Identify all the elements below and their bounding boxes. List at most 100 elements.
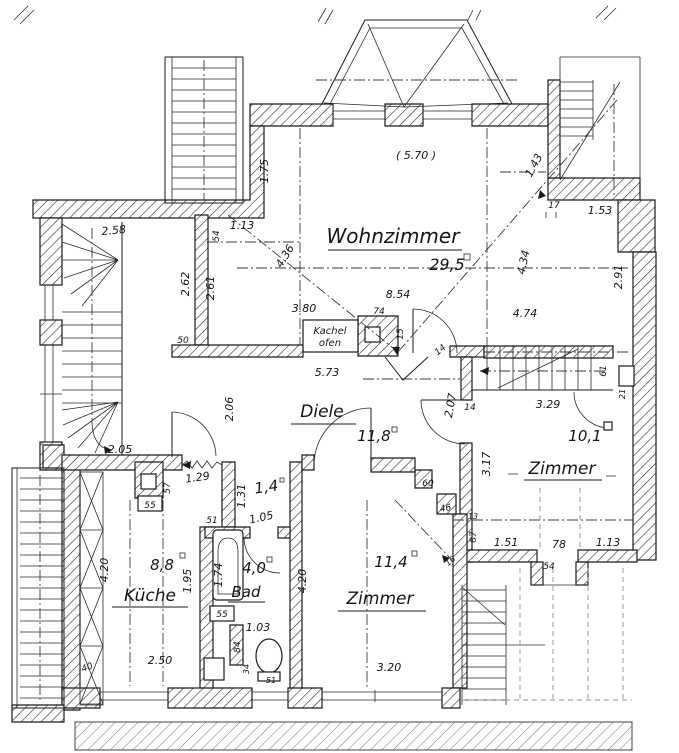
room-bad-area: 4,0: [242, 559, 266, 577]
dim-854: 8.54: [386, 288, 411, 301]
stairs-winding-left: [61, 222, 123, 455]
dim-14a: 14: [433, 343, 448, 358]
wall-zimmer-b-top-l: [301, 454, 315, 471]
dim-13: 13: [468, 512, 478, 521]
room-flur-area: 1,4: [253, 476, 279, 497]
wall-step-b: [436, 493, 457, 515]
tick-marks-bay-left: [317, 7, 334, 25]
kachelofen-label-2: ofen: [319, 338, 341, 349]
room-zimmer-rechts-label: Zimmer: [528, 459, 597, 479]
dim-207: 2.07: [442, 392, 459, 418]
wall-bottom-a: [61, 687, 101, 709]
window-left-2: [40, 345, 62, 443]
wall-left-mid: [39, 319, 63, 346]
window-top-1: [332, 107, 386, 123]
dim-54b: 54: [543, 562, 555, 572]
wall-zimmer-b-top-r: [370, 457, 416, 473]
stairs-bottom-left: [11, 467, 65, 709]
dim-60: 60: [422, 479, 434, 489]
dim-40: 40: [80, 661, 94, 674]
room-bad-label: Bad: [231, 583, 260, 601]
door-zimmer-rechts-stairs: [573, 391, 613, 431]
wall-bottom-c: [287, 687, 323, 709]
chimney-inner: [140, 473, 157, 490]
dim-50: 50: [177, 336, 189, 346]
room-zimmer-unten-area: 11,4: [374, 553, 407, 571]
wall-t-stem: [460, 356, 473, 401]
wall-kueche-top: [61, 454, 183, 471]
wall-stair-bl-base: [11, 704, 65, 723]
room-diele-label: Diele: [300, 402, 343, 422]
dim-15: 15: [396, 328, 406, 340]
dim-51a: 51: [206, 516, 217, 526]
washbasin: [203, 657, 225, 681]
door-kueche: [171, 411, 223, 469]
dim-87: 87: [469, 531, 479, 543]
room-kueche-area: 8,8: [150, 556, 174, 574]
wall-t-cap: [449, 345, 485, 358]
balcony-strip-bottom: [74, 721, 633, 751]
dim-570: ( 5.70 ): [396, 149, 436, 162]
dim-320: 3.20: [377, 661, 402, 674]
stairs-right-landing: [472, 346, 613, 391]
wall-stair-pier: [42, 444, 65, 469]
dim-205: 2.05: [108, 443, 133, 456]
room-wohnzimmer-area: 29,5: [429, 255, 465, 274]
toilet: [255, 638, 283, 674]
door-wohnzimmer: [412, 308, 458, 354]
dim-329: 3.29: [536, 398, 561, 411]
kachelofen-flue: [364, 326, 381, 343]
window-left-1: [40, 284, 62, 321]
dim-54: 54: [212, 230, 222, 242]
wall-pier-below-a: [530, 561, 544, 586]
wall-corridor-left: [221, 461, 236, 528]
dim-151: 1.51: [494, 536, 519, 549]
door-zimmer-unten: [313, 407, 372, 466]
dim-258: 2.58: [101, 223, 127, 238]
tick-marks-17: [545, 212, 557, 218]
door-bad: [243, 536, 281, 574]
window-bottom-zimmer: [322, 690, 442, 702]
wall-bad-top-pier: [277, 526, 291, 539]
bathtub: [212, 529, 244, 601]
bad-notch: [209, 605, 235, 622]
wall-right-upper: [617, 199, 656, 253]
room-zimmer-unten-label: Zimmer: [346, 589, 415, 609]
wall-zimmer-b-right: [452, 513, 468, 689]
wall-right-lower: [632, 251, 657, 561]
wall-bad-jog: [229, 624, 244, 666]
room-kueche-label: Küche: [124, 586, 176, 606]
dim-474: 4.74: [513, 307, 538, 320]
dim-175: 1.75: [258, 159, 271, 184]
wall-zimmer-r-bottom-b: [577, 549, 638, 563]
room-diele-area: 11,8: [357, 427, 390, 445]
dim-129: 1.29: [184, 469, 210, 485]
toilet-tank: [257, 671, 281, 682]
dim-113: 1.13: [230, 219, 255, 232]
dim-153: 1.53: [588, 204, 613, 217]
windows: [40, 107, 635, 702]
dim-434: 4.34: [515, 249, 533, 276]
dim-206: 2.06: [223, 397, 236, 422]
window-top-2: [422, 107, 473, 123]
wall-pier-and-band-top-left: [32, 125, 265, 219]
dim-84: 84: [233, 641, 243, 653]
fixtures: [79, 319, 381, 706]
window-bottom-bad: [252, 691, 288, 701]
dim-143: 1.43: [522, 151, 545, 179]
dim-174: 1.74: [212, 563, 225, 588]
dim-51b: 51: [266, 676, 276, 685]
dim-113b: 1.13: [596, 536, 621, 549]
dim-261: 2.61: [204, 276, 217, 301]
chimney-notch: [137, 495, 163, 512]
dim-131: 1.31: [235, 484, 248, 509]
room-wohnzimmer-label: Wohnzimmer: [327, 224, 462, 248]
dim-46: 46: [439, 503, 452, 515]
dim-57: 57: [163, 482, 173, 494]
wall-pier-below-b: [575, 561, 589, 586]
wall-bottom-b: [167, 687, 253, 709]
wall-bottom-d: [441, 687, 461, 709]
dim-420b: 4.20: [296, 569, 309, 594]
dim-21: 21: [618, 389, 627, 399]
